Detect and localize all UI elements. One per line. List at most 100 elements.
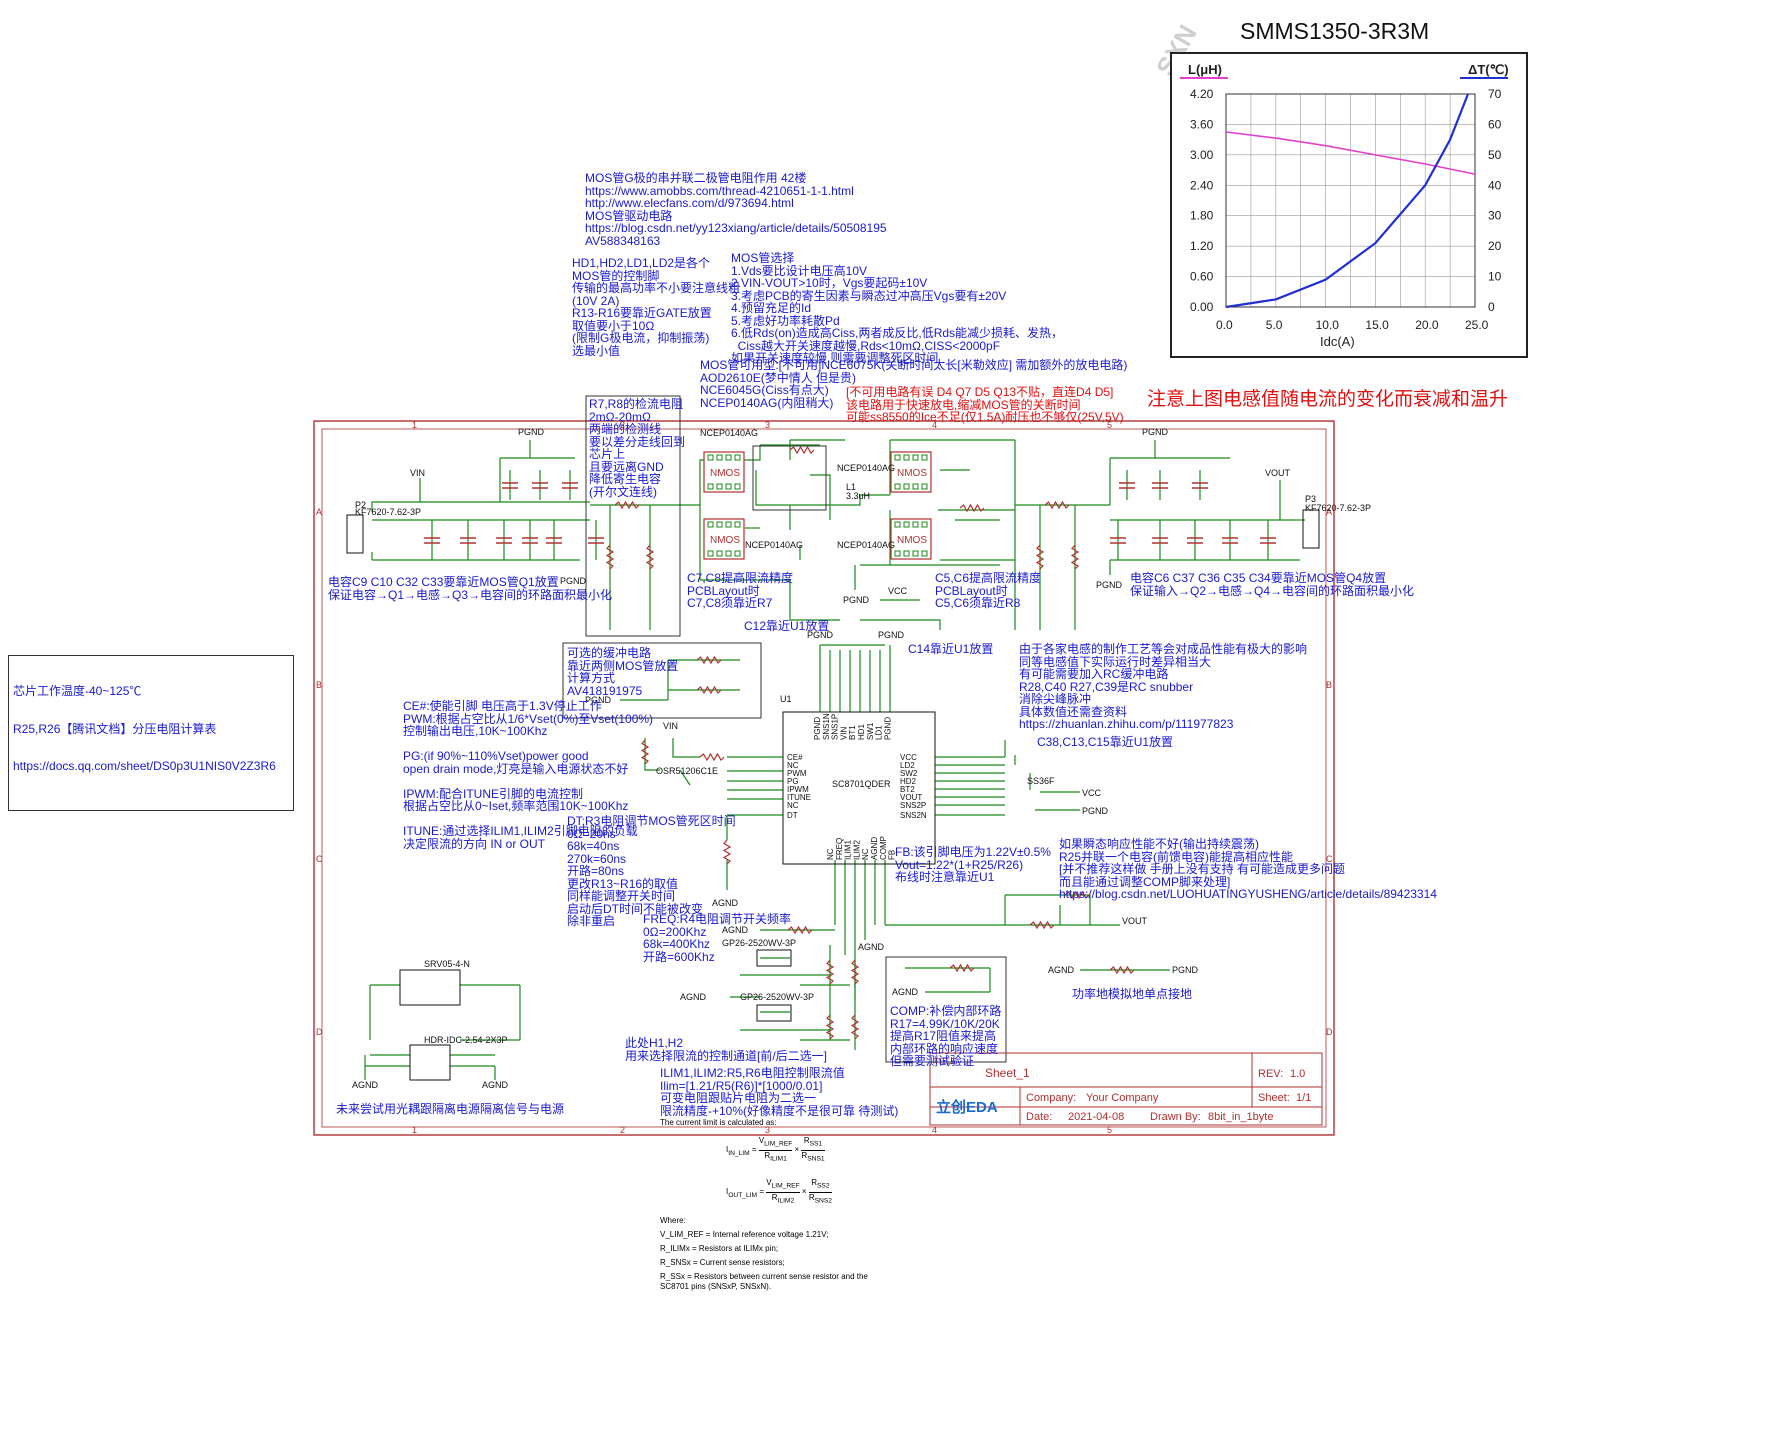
mosfet-body	[703, 518, 745, 560]
ic-pin-label: FB	[888, 850, 897, 860]
agnd-label: AGND	[892, 987, 919, 997]
vout-label: VOUT	[1122, 916, 1148, 926]
mosfet-pin	[716, 521, 723, 528]
ic-pin-label: ITUNE	[787, 793, 811, 802]
h2-part: GP26-2520WV-3P	[740, 992, 814, 1002]
left-ticks: 4.203.603.002.401.801.200.600.00	[1190, 87, 1214, 314]
resistor	[722, 839, 732, 865]
mosfet-pin	[716, 550, 723, 557]
mosfet-pin	[912, 483, 919, 490]
ic-pin-label: PGND	[883, 717, 892, 740]
mosfet-pin	[894, 521, 901, 528]
ic-pin-label: LD1	[875, 725, 884, 740]
drawn-value: 8bit_in_1byte	[1208, 1111, 1273, 1123]
mosfet-label: NMOS	[710, 468, 740, 479]
resistor	[1109, 965, 1135, 975]
ic-pin-label: PWM	[787, 769, 807, 778]
frame-col-label: 3	[765, 420, 770, 430]
mosfet-pin	[921, 483, 928, 490]
resistor	[696, 655, 722, 665]
ic-pin-label: SNS1P	[831, 714, 840, 740]
mosfet-pin	[912, 550, 919, 557]
mosfet-pin	[903, 483, 910, 490]
note-c14: C14靠近U1放置	[908, 642, 994, 656]
left-tick-label: 0.00	[1190, 300, 1214, 314]
mosfet-label: NMOS	[710, 535, 740, 546]
company-label: Company:	[1026, 1092, 1076, 1104]
mosfet-pin	[716, 483, 723, 490]
right-tick-label: 10	[1488, 270, 1502, 284]
frame-col-label: 4	[932, 1125, 937, 1135]
mosfet-pin	[734, 550, 741, 557]
info-line: 芯片工作温度-40~125℃	[13, 684, 142, 698]
mosfet-pin	[725, 550, 732, 557]
ic-pin-label: PGND	[813, 717, 822, 740]
p3-part: KF7620-7.62-3P	[1305, 503, 1371, 513]
agnd-label: AGND	[680, 992, 707, 1002]
note-mos-gate: MOS管G极的串并联二极管电阻作用 42楼 https://www.amobbs…	[585, 171, 887, 248]
mosfet-pin	[734, 483, 741, 490]
sheet-value: 1/1	[1296, 1092, 1311, 1104]
frame-row-label: A	[1326, 507, 1332, 517]
resistor	[787, 925, 813, 935]
mosfet-pin	[725, 454, 732, 461]
title-label: TITLE:	[934, 1057, 958, 1066]
x-tick-label: 20.0	[1415, 318, 1439, 332]
h1-part: GP26-2520WV-3P	[722, 938, 796, 948]
mosfet-pin	[725, 483, 732, 490]
mosfet-pin	[707, 454, 714, 461]
agnd-label: AGND	[712, 898, 739, 908]
ic-pin-label: COMP	[879, 836, 888, 860]
right-tick-label: 20	[1488, 239, 1502, 253]
left-tick-label: 4.20	[1190, 87, 1214, 101]
resistor	[1064, 890, 1090, 900]
frame-col-label: 1	[412, 420, 417, 430]
ic-pin-label: NC	[787, 801, 799, 810]
pgnd-label: PGND	[518, 427, 545, 437]
pgnd-label: PGND	[878, 630, 905, 640]
date-label: Date:	[1026, 1111, 1052, 1123]
mosfet-pin	[921, 521, 928, 528]
formula-def: V_LIM_REF = Internal reference voltage 1…	[660, 1230, 829, 1240]
d3-part: SRV05-4-N	[424, 959, 470, 969]
resistor	[850, 959, 860, 985]
formula-block: The current limit is calculated as: IIN_…	[660, 1118, 885, 1292]
ic-pin-label: SW1	[866, 722, 875, 740]
temperature-curve	[1225, 93, 1470, 309]
rev-label: REV:	[1258, 1068, 1283, 1080]
left-info-box: 芯片工作温度-40~125℃ R25,R26【腾讯文档】分压电阻计算表 http…	[8, 655, 294, 811]
mosfet-pin	[903, 521, 910, 528]
frame-row-label: C	[1326, 854, 1333, 864]
ic-pin-label: BT1	[848, 725, 857, 740]
mosfet-pin	[912, 521, 919, 528]
resistor	[850, 1014, 860, 1040]
formula-def: SC8701 pins (SNSxP, SNSxN).	[660, 1282, 772, 1292]
note-c5c6: C5,C6提高限流精度 PCBLayout时 C5,C6须靠近R8	[935, 571, 1042, 610]
x-tick-label: 5.0	[1266, 318, 1283, 332]
note-freq: FREQ:R4电阻调节开关频率 0Ω=200Khz 68k=400Khz 开路=…	[643, 912, 792, 964]
note-comp: COMP:补偿内部环路 R17=4.99K/10K/20K 提高R17阻值来提高…	[890, 1004, 1002, 1068]
note-c12: C12靠近U1放置	[744, 619, 830, 633]
mosfet-pin	[734, 521, 741, 528]
led-part: OSR51206C1E	[656, 766, 718, 776]
ic-ref: U1	[780, 694, 792, 704]
vin-label: VIN	[663, 721, 678, 731]
right-axis-label: ΔT(℃)	[1468, 62, 1509, 77]
ic-pin-label: NC	[861, 848, 870, 860]
mosfet-body	[890, 451, 932, 493]
resistor	[605, 544, 615, 570]
mosfet-label: NMOS	[897, 535, 927, 546]
note-dt: DT:R3电阻调节MOS管死区时间 0Ω=20ns 68k=40ns 270k=…	[567, 814, 736, 928]
ic-pin-label: NC	[787, 761, 799, 770]
vcc-label: VCC	[1082, 788, 1102, 798]
note-discharge-warn: [不可用电路有误 D4 Q7 D5 Q13不贴，直连D4 D5] 该电路用于快速…	[846, 385, 1124, 424]
mosfet-body	[703, 451, 745, 493]
resistor	[959, 503, 985, 513]
lceda-logo: 立创EDA	[936, 1098, 998, 1116]
chart-grid	[1225, 93, 1476, 308]
q3-part: NCEP0140AG	[745, 540, 803, 550]
q2-part: NCEP0140AG	[837, 463, 895, 473]
warning-title: 注意上图电感值随电流的变化而衰减和温升	[1147, 389, 1509, 410]
info-link[interactable]: https://docs.qq.com/sheet/DS0p3U1NIS0V2Z…	[13, 759, 276, 773]
